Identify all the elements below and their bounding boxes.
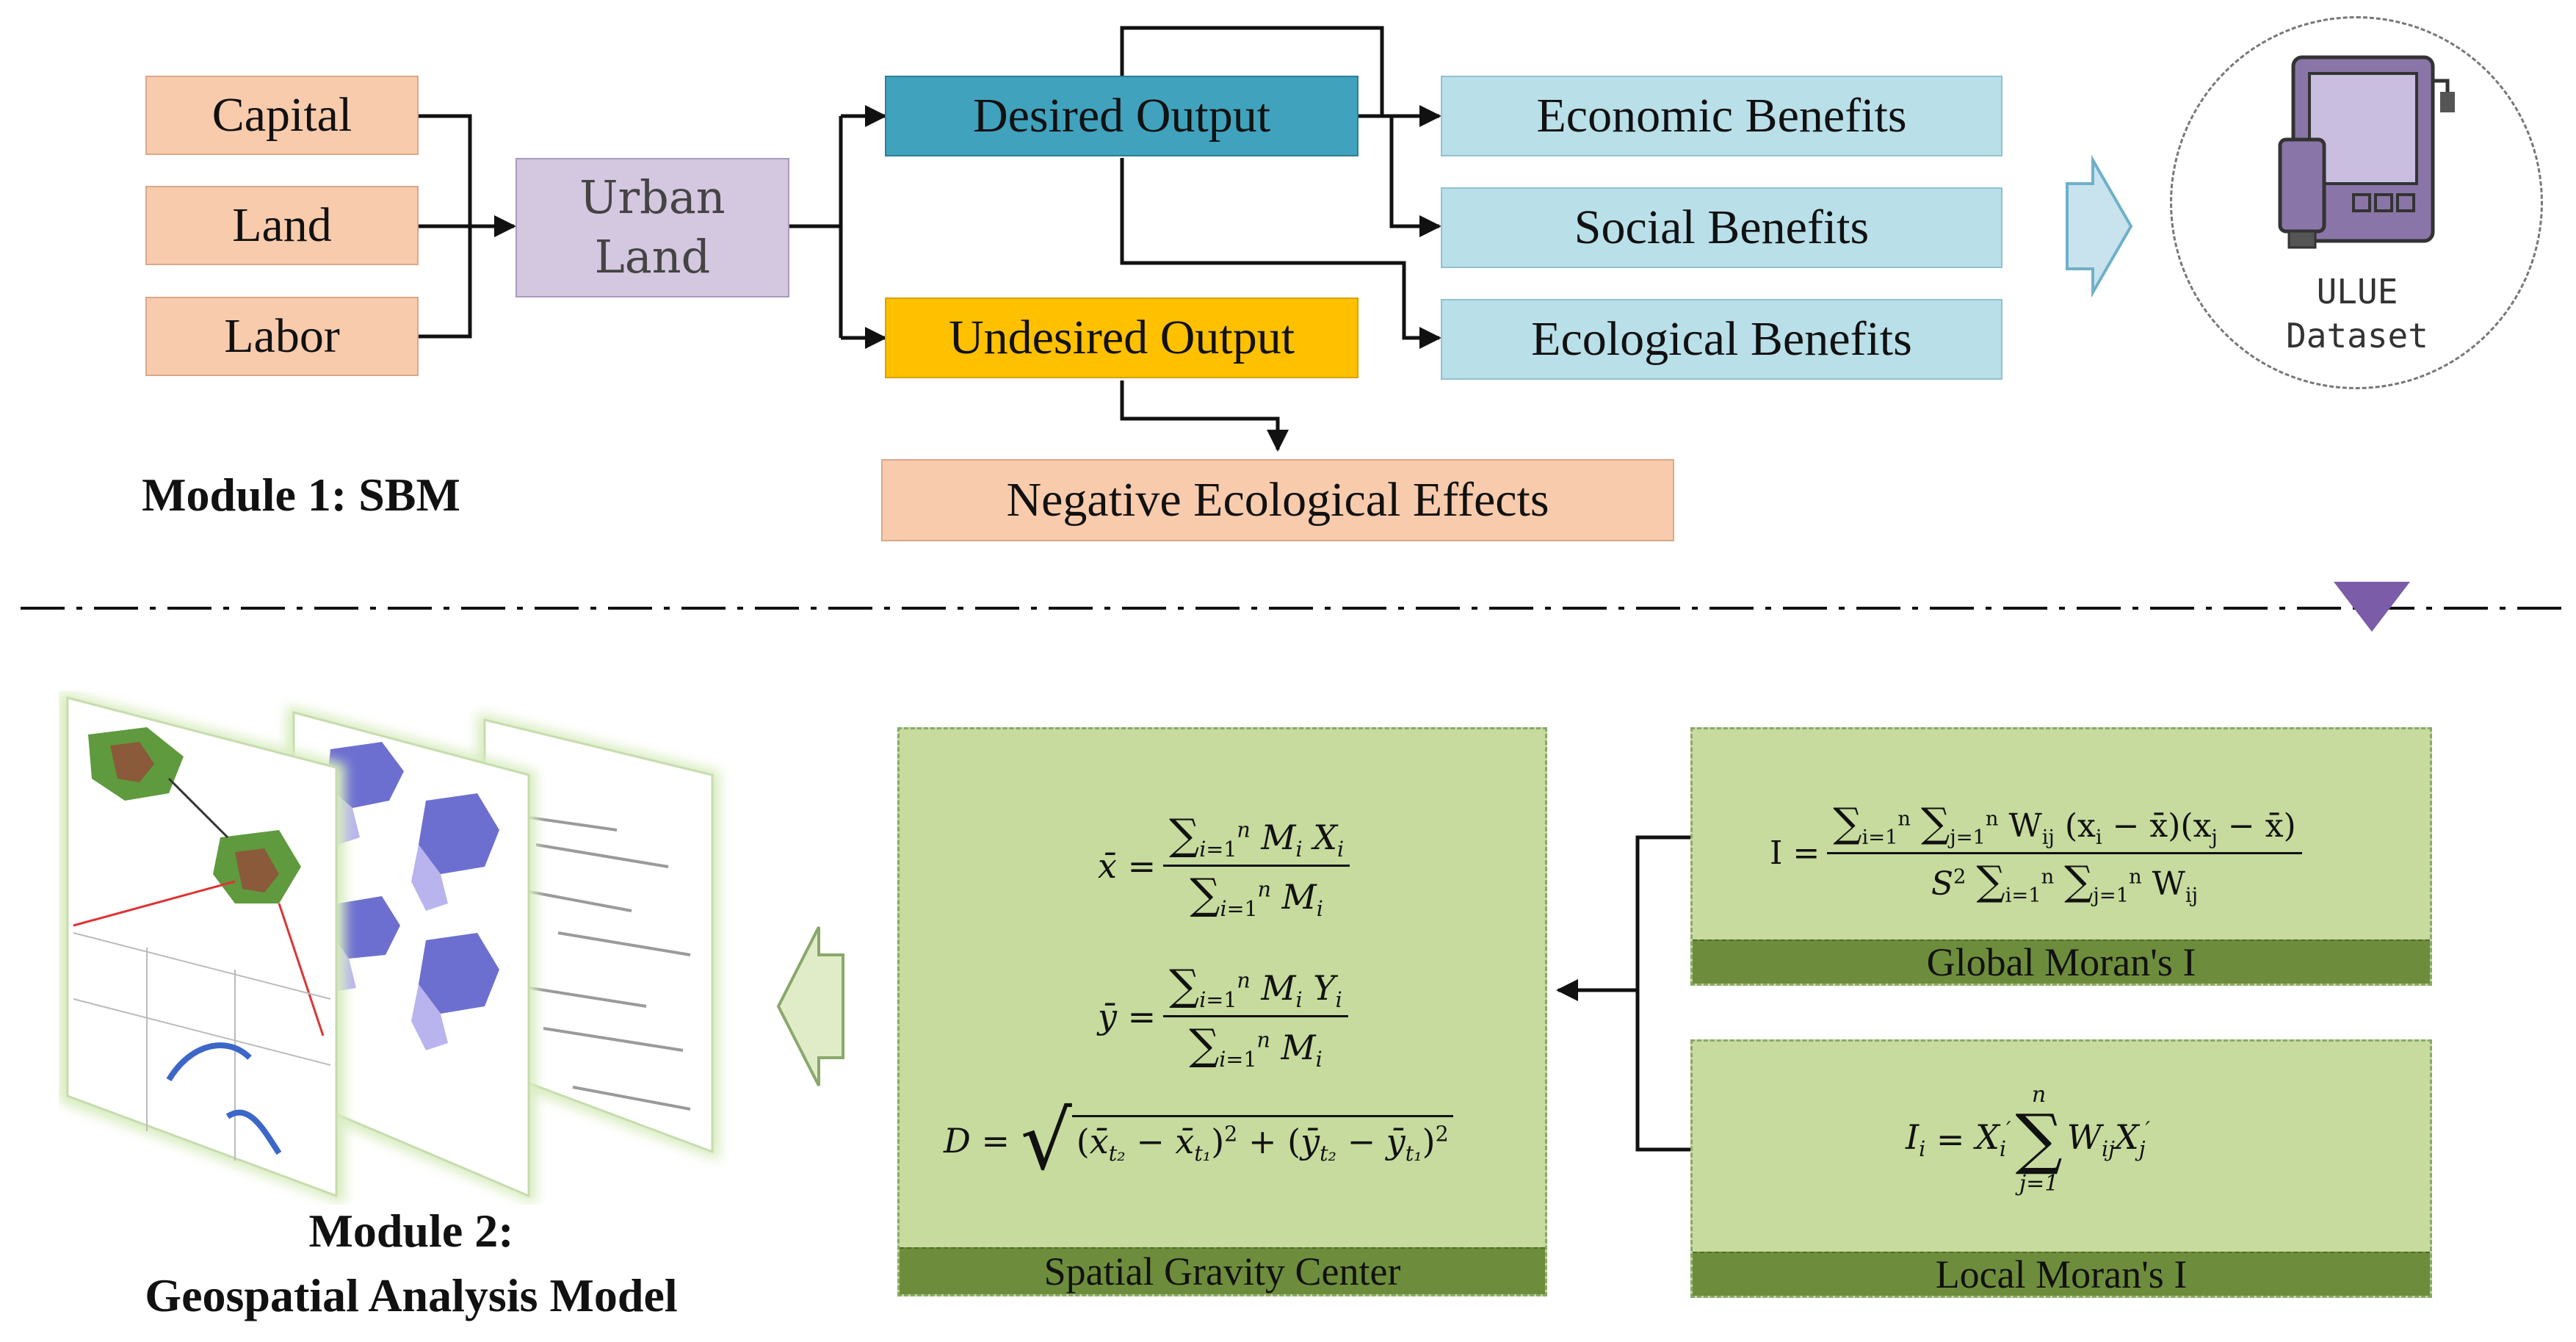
negative-effects-box: Negative Ecological Effects <box>881 459 1674 541</box>
input-land: Land <box>145 186 419 265</box>
arrow-right-icon <box>2066 154 2133 298</box>
desired-output-box: Desired Output <box>885 76 1358 156</box>
formula-global-moran: I = ∑i=1n ∑j=1n Wij (xi − x̄)(xj − x̄)S2… <box>1770 799 2309 907</box>
arrow-down-icon <box>2334 582 2410 632</box>
global-moran-panel: I = ∑i=1n ∑j=1n Wij (xi − x̄)(xj − x̄)S2… <box>1690 727 2432 986</box>
module2-title-line2: Geospatial Analysis Model <box>145 1269 678 1322</box>
arrow-to-negative <box>1120 380 1289 452</box>
input-capital: Capital <box>145 76 419 155</box>
global-moran-label: Global Moran's I <box>1693 939 2430 984</box>
arrow-to-ecological <box>1120 158 1441 349</box>
local-moran-panel: Ii = Xi′ n∑j=1 WijXj′ Local Moran's I <box>1690 1039 2432 1298</box>
gravity-center-label: Spatial Gravity Center <box>900 1247 1545 1294</box>
urban-land-box: Urban Land <box>515 158 789 297</box>
gravity-center-panel: x̄ = ∑i=1n Mi Xi∑i=1n Mi ȳ = ∑i=1n Mi Yi… <box>897 727 1547 1296</box>
formula-distance: D = √(x̄t₂ − x̄t₁)2 + (ȳt₂ − ȳt₁)2 <box>944 1100 1453 1181</box>
module2-title-line1: Module 2: <box>308 1205 514 1257</box>
local-moran-label: Local Moran's I <box>1693 1252 2430 1296</box>
module1-title: Module 1: SBM <box>142 469 460 521</box>
arrow-to-economic <box>1120 26 1441 127</box>
economic-benefits-box: Economic Benefits <box>1441 76 2002 156</box>
formula-y-bar: ȳ = ∑i=1n Mi Yi∑i=1n Mi <box>1098 961 1356 1072</box>
formula-local-moran: Ii = Xi′ n∑j=1 WijXj′ <box>1906 1082 2151 1197</box>
formula-x-bar: x̄ = ∑i=1n Mi Xi∑i=1n Mi <box>1098 810 1357 921</box>
dataset-circle <box>2170 16 2543 389</box>
arrow-left-icon <box>776 926 844 1086</box>
moran-connector <box>1635 835 1690 1152</box>
social-benefits-box: Social Benefits <box>1441 187 2002 268</box>
arrow-to-social <box>1358 114 1441 237</box>
dataset-label: ULUE Dataset <box>2286 272 2428 356</box>
undesired-output-box: Undesired Output <box>885 297 1358 378</box>
device-icon <box>2278 55 2455 249</box>
ecological-benefits-box: Ecological Benefits <box>1441 299 2002 380</box>
module2-title: Module 2: Geospatial Analysis Model <box>44 1199 778 1329</box>
map-layers-illustration <box>59 690 720 1205</box>
input-labor: Labor <box>145 297 419 376</box>
